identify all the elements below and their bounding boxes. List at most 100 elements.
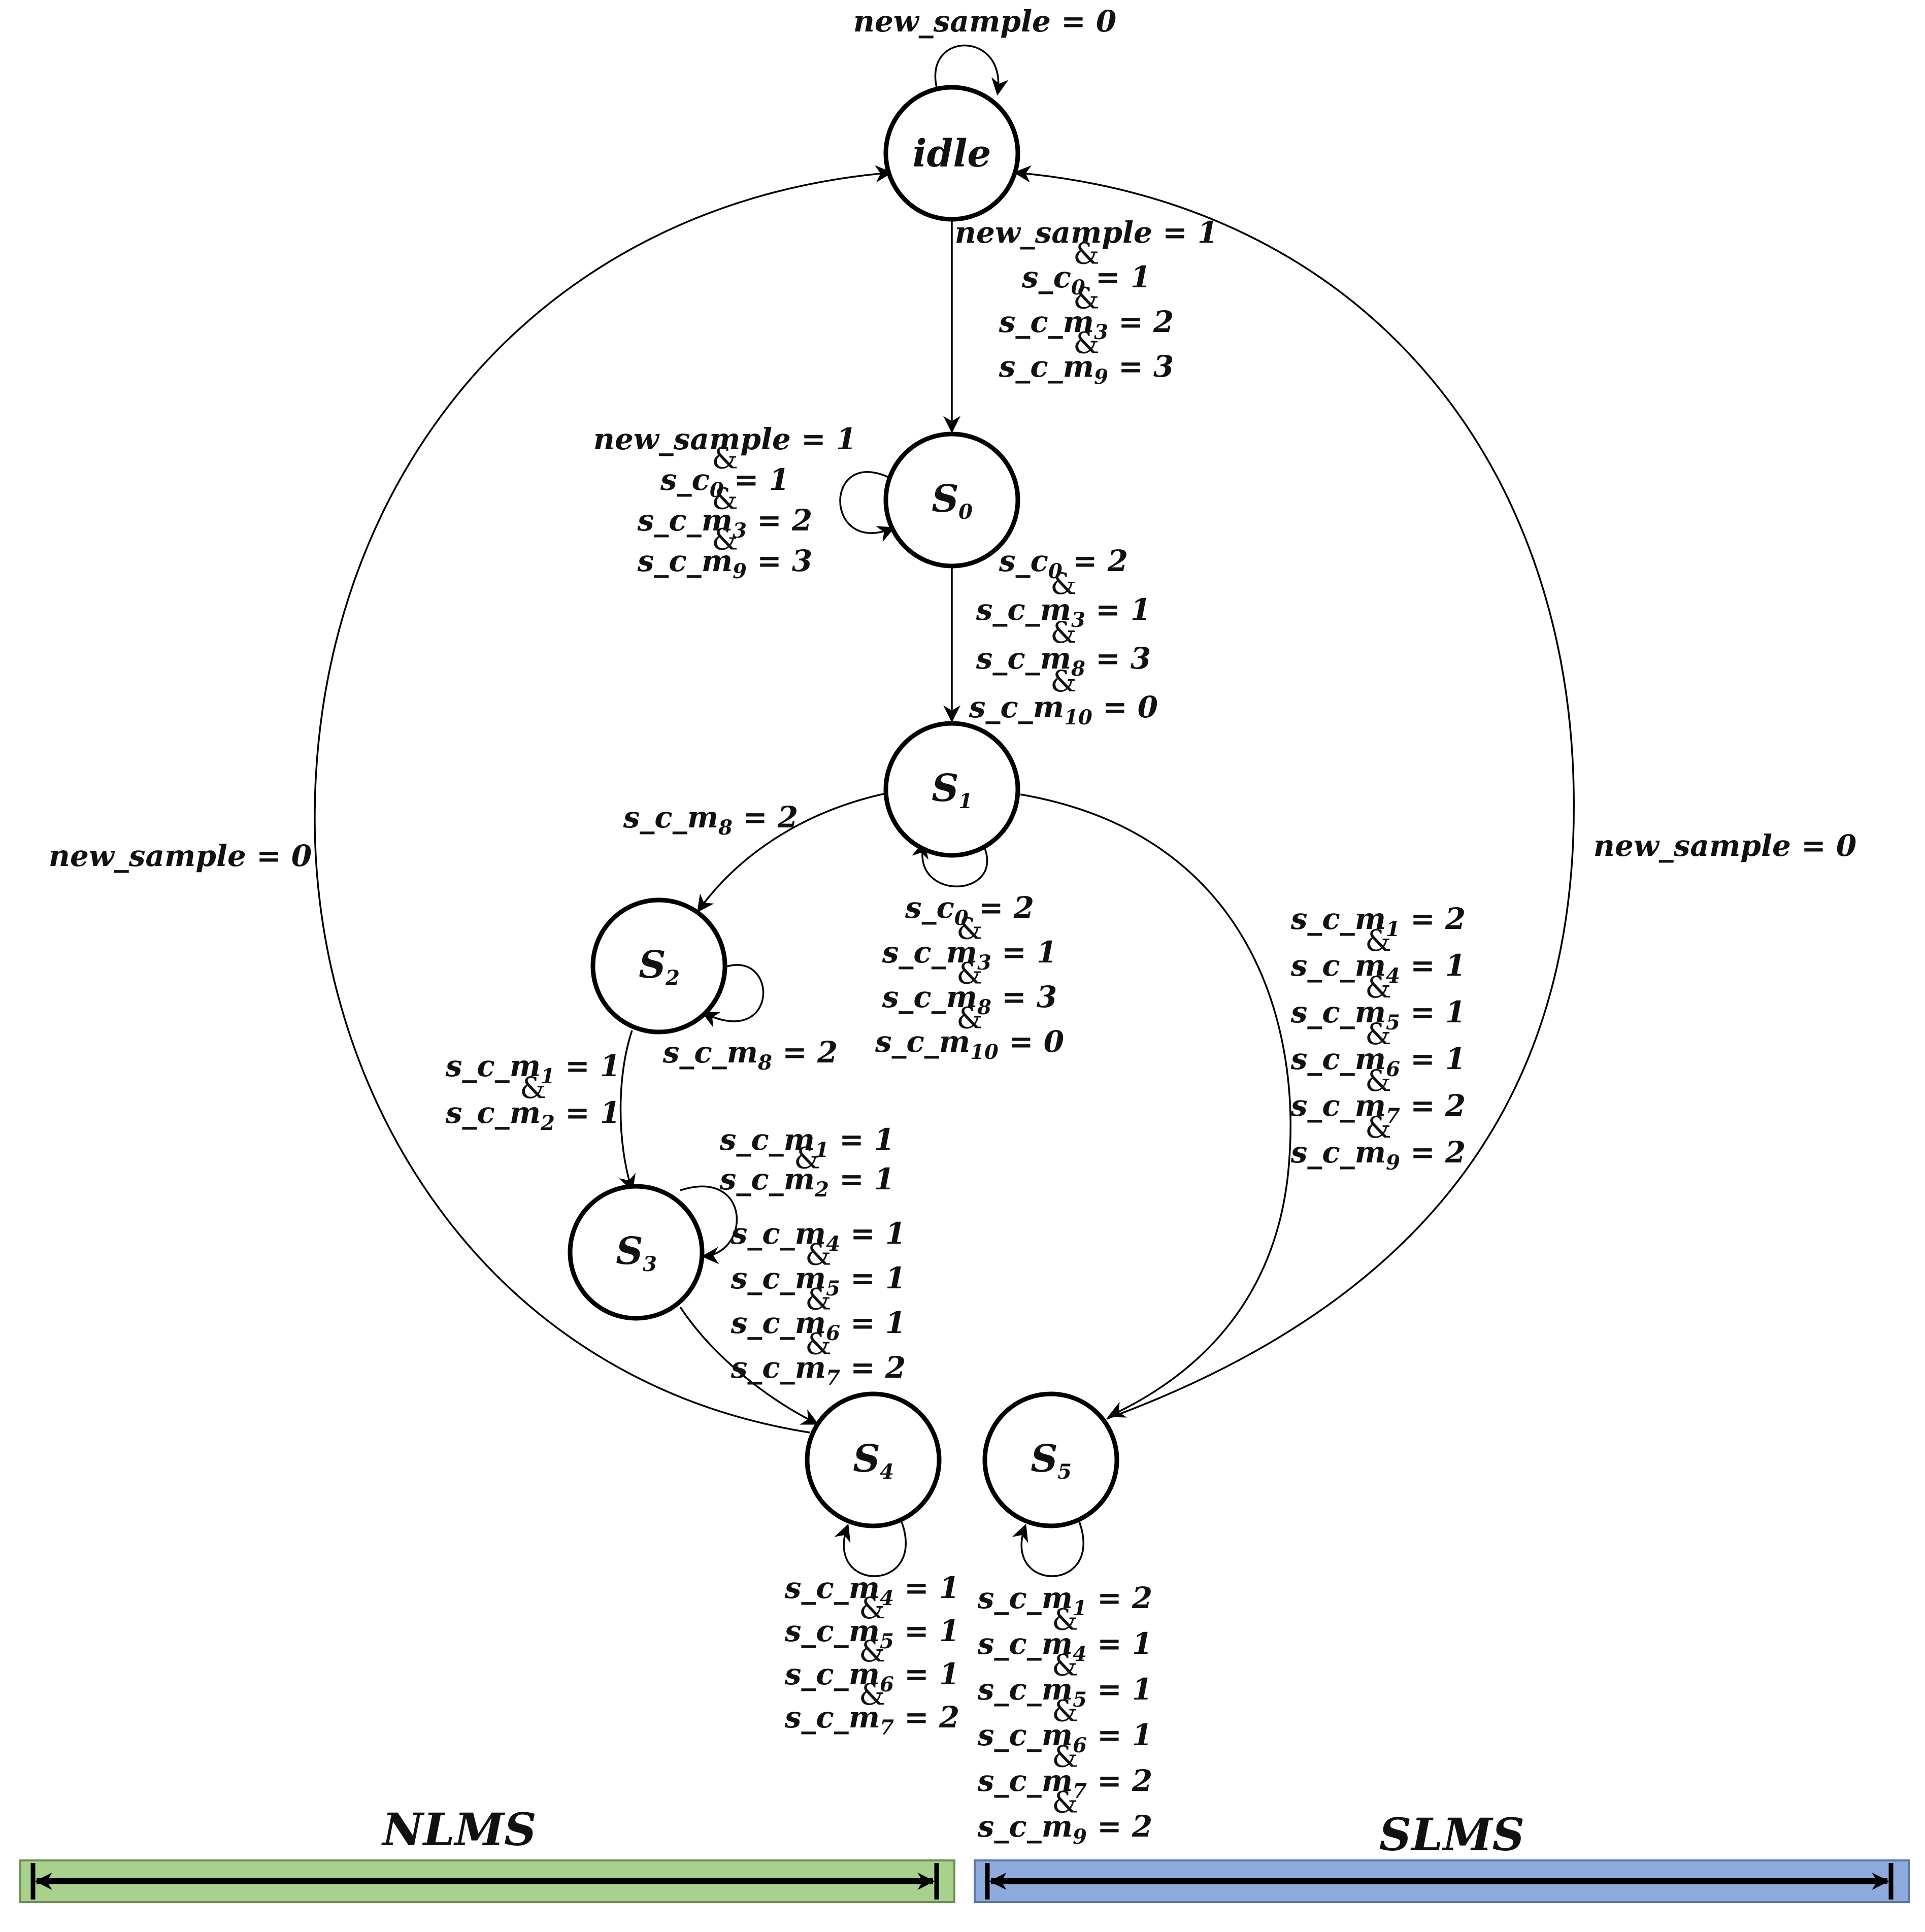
edge-s3-self	[680, 1185, 738, 1264]
condition-s0-self-connector-1: &	[712, 482, 738, 516]
edge-s4-self	[834, 1520, 907, 1577]
condition-block-s3-self: s_c_m1 = 1&s_c_m2 = 1	[719, 1122, 895, 1202]
condition-s1-to-s5-connector-3: &	[1365, 1063, 1391, 1098]
condition-s0-to-s1-2: s_c_m8 = 3	[976, 641, 1151, 681]
condition-s0-to-s1-0: s_c0 = 2	[999, 544, 1128, 583]
condition-s3-to-s4-connector-1: &	[805, 1282, 832, 1316]
condition-idle-to-s0-3: s_c_m9 = 3	[999, 349, 1174, 389]
edge-s2-self	[701, 964, 765, 1027]
state-s1-label: S	[932, 767, 958, 810]
condition-s3-to-s4-0: s_c_m4 = 1	[731, 1216, 906, 1256]
condition-s1-self-connector-1: &	[956, 956, 983, 990]
slms-title: SLMS	[1379, 1808, 1524, 1861]
condition-s3-to-s4-connector-2: &	[805, 1326, 832, 1361]
condition-s3-self-connector-0: &	[794, 1141, 820, 1176]
condition-s0-to-s1-connector-0: &	[1050, 567, 1077, 601]
condition-s5-self-4: s_c_m7 = 2	[977, 1763, 1153, 1803]
condition-s5-self-connector-1: &	[1052, 1648, 1078, 1682]
condition-idle-to-s0-connector-0: &	[1073, 236, 1100, 271]
condition-block-s0-to-s1: s_c0 = 2&s_c_m3 = 1&s_c_m8 = 3&s_c_m10 =…	[969, 544, 1158, 729]
slms-band: SLMS	[974, 1808, 1910, 1903]
state-s0-label: S	[932, 477, 958, 521]
condition-s4-self-0: s_c_m4 = 1	[784, 1571, 960, 1610]
condition-s4-self-1: s_c_m5 = 1	[784, 1614, 960, 1653]
condition-s1-self-0: s_c0 = 2	[905, 890, 1034, 930]
state-s3-label: S	[616, 1229, 643, 1273]
condition-block-idle-self: new_sample = 0	[853, 4, 1116, 39]
nlms-title: NLMS	[381, 1803, 536, 1856]
condition-s0-to-s1-1: s_c_m3 = 1	[976, 592, 1151, 632]
condition-s1-to-s5-2: s_c_m5 = 1	[1290, 995, 1466, 1035]
condition-s1-to-s5-connector-1: &	[1365, 970, 1391, 1005]
condition-s1-to-s5-3: s_c_m6 = 1	[1290, 1042, 1466, 1081]
condition-s3-self-0: s_c_m1 = 1	[719, 1122, 895, 1162]
condition-s5-self-connector-3: &	[1052, 1739, 1078, 1774]
condition-s3-self-1: s_c_m2 = 1	[719, 1162, 895, 1202]
condition-block-s2-self: s_c_m8 = 2	[662, 1035, 838, 1075]
state-s5-label: S	[1031, 1437, 1057, 1481]
condition-s1-to-s5-1: s_c_m4 = 1	[1290, 948, 1466, 988]
states: idle S 0 S 1 S 2 S 3 S 4 S	[568, 85, 1119, 1528]
state-s3-sub: 3	[643, 1252, 657, 1276]
edge-s5-self	[1012, 1520, 1084, 1577]
condition-idle-to-s0-1: s_c0 = 1	[1021, 260, 1151, 299]
state-s4: S 4	[805, 1391, 942, 1528]
condition-s1-self-connector-2: &	[956, 1001, 983, 1035]
condition-idle-to-s0-0: new_sample = 1	[955, 215, 1218, 250]
condition-block-s4-to-idle: new_sample = 0	[49, 839, 312, 873]
edge-s5-to-idle	[1013, 165, 1575, 1420]
condition-s0-self-3: s_c_m9 = 3	[637, 544, 813, 583]
condition-s5-self-connector-2: &	[1052, 1693, 1078, 1728]
edge-s3-to-s4	[679, 1307, 819, 1425]
condition-s0-to-s1-connector-1: &	[1050, 615, 1077, 650]
condition-s3-to-s4-3: s_c_m7 = 2	[731, 1350, 906, 1390]
condition-s1-to-s5-connector-4: &	[1365, 1110, 1391, 1145]
condition-s0-to-s1-connector-2: &	[1050, 664, 1077, 698]
condition-s4-self-3: s_c_m7 = 2	[784, 1700, 960, 1740]
edge-s0-self	[839, 471, 895, 542]
condition-s5-self-2: s_c_m5 = 1	[977, 1672, 1153, 1712]
state-s2-label: S	[639, 943, 666, 987]
state-s3: S 3	[568, 1184, 705, 1321]
state-s1-sub: 1	[958, 789, 973, 813]
condition-s0-self-connector-2: &	[712, 522, 738, 557]
condition-s4-to-idle-0: new_sample = 0	[49, 839, 312, 873]
condition-s1-to-s5-connector-0: &	[1365, 923, 1391, 958]
state-s4-label: S	[853, 1437, 880, 1481]
condition-block-s1-to-s2: s_c_m8 = 2	[623, 800, 799, 840]
condition-s4-self-2: s_c_m6 = 1	[784, 1657, 960, 1696]
edge-s1-self	[912, 841, 988, 887]
edge-s2-to-s3	[619, 1030, 636, 1192]
condition-s1-self-1: s_c_m3 = 1	[882, 935, 1057, 975]
condition-s4-self-connector-0: &	[859, 1591, 885, 1625]
state-s2-sub: 2	[665, 966, 680, 990]
nlms-band: NLMS	[19, 1803, 955, 1903]
edge-s1-to-s5	[1020, 793, 1291, 1418]
condition-s0-self-0: new_sample = 1	[593, 422, 856, 456]
condition-block-s5-self: s_c_m1 = 2&s_c_m4 = 1&s_c_m5 = 1&s_c_m6 …	[977, 1581, 1153, 1849]
state-idle: idle	[883, 85, 1020, 222]
condition-s5-self-1: s_c_m4 = 1	[977, 1626, 1153, 1666]
condition-s1-to-s5-5: s_c_m9 = 2	[1290, 1135, 1466, 1175]
state-s5-sub: 5	[1057, 1460, 1072, 1484]
condition-idle-to-s0-2: s_c_m3 = 2	[999, 305, 1174, 344]
condition-s2-to-s3-connector-0: &	[520, 1071, 546, 1105]
condition-idle-to-s0-connector-1: &	[1073, 281, 1100, 315]
condition-s4-self-connector-1: &	[859, 1634, 885, 1669]
condition-s1-self-connector-0: &	[956, 911, 983, 946]
condition-s5-self-0: s_c_m1 = 2	[977, 1581, 1153, 1620]
state-s0: S 0	[883, 431, 1020, 569]
condition-s2-to-s3-0: s_c_m1 = 1	[445, 1049, 621, 1088]
state-s4-sub: 4	[880, 1460, 894, 1484]
condition-s5-to-idle-0: new_sample = 0	[1594, 828, 1856, 863]
condition-s0-self-connector-0: &	[712, 441, 738, 476]
condition-block-s1-self: s_c0 = 2&s_c_m3 = 1&s_c_m8 = 3&s_c_m10 =…	[875, 890, 1064, 1064]
condition-s1-to-s5-4: s_c_m7 = 2	[1290, 1088, 1466, 1128]
condition-s2-to-s3-1: s_c_m2 = 1	[445, 1095, 621, 1135]
condition-block-s1-to-s5: s_c_m1 = 2&s_c_m4 = 1&s_c_m5 = 1&s_c_m6 …	[1290, 902, 1466, 1175]
state-idle-label: idle	[912, 132, 991, 176]
condition-s0-self-1: s_c0 = 1	[660, 462, 789, 502]
